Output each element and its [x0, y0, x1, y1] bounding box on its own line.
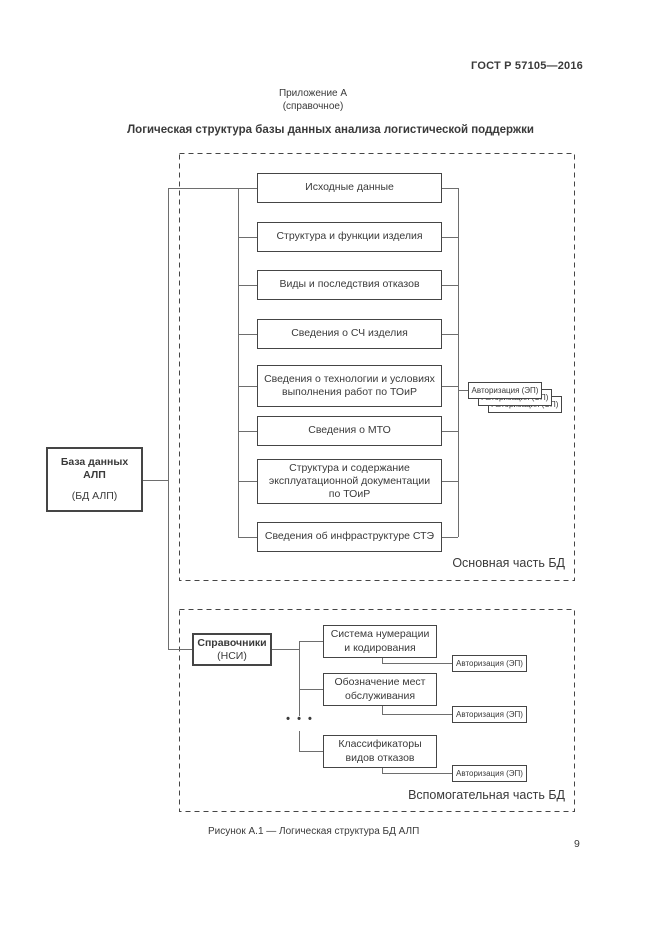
ellipsis-more-items: • • • — [286, 713, 314, 725]
figure-caption: Рисунок А.1 — Логическая структура БД АЛ… — [208, 826, 420, 837]
main-section-label: Основная часть БД — [452, 556, 565, 570]
database-abbreviation: (БД АЛП) — [71, 490, 118, 503]
aux-box-failure-classifiers: Классификаторы видов отказов — [323, 735, 437, 768]
main-box-maintenance-technology: Сведения о технологии и условиях выполне… — [257, 365, 442, 407]
standard-number-header: ГОСТ Р 57105—2016 — [471, 60, 583, 72]
authorization-box-front: Авторизация (ЭП) — [468, 382, 542, 399]
aux-section-dashed-frame — [179, 609, 575, 812]
database-root-box: База данных АЛП (БД АЛП) — [46, 447, 143, 512]
aux-section-label: Вспомогательная часть БД — [408, 788, 565, 802]
main-section-dashed-frame — [179, 153, 575, 581]
figure-title: Логическая структура базы данных анализа… — [127, 124, 534, 136]
aux-box-service-locations: Обозначение мест обслуживания — [323, 673, 437, 706]
main-box-operational-documentation: Структура и содержание эксплуатационной … — [257, 459, 442, 504]
aux-box-numbering-system: Система нумерации и кодирования — [323, 625, 437, 658]
directory-abbreviation: (НСИ) — [217, 649, 247, 662]
main-box-product-structure: Структура и функции изделия — [257, 222, 442, 252]
main-box-failure-modes: Виды и последствия отказов — [257, 270, 442, 300]
main-box-component-data: Сведения о СЧ изделия — [257, 319, 442, 349]
directory-box: Справочники (НСИ) — [192, 633, 272, 666]
page-number: 9 — [574, 838, 580, 850]
main-box-source-data: Исходные данные — [257, 173, 442, 203]
main-box-mto-data: Сведения о МТО — [257, 416, 442, 446]
appendix-type: (справочное) — [282, 101, 344, 112]
database-name-line2: АЛП — [83, 468, 106, 481]
authorization-box-classifiers: Авторизация (ЭП) — [452, 765, 527, 782]
authorization-box-numbering: Авторизация (ЭП) — [452, 655, 527, 672]
appendix-heading: Приложение А (справочное) — [230, 87, 396, 113]
directory-name: Справочники — [197, 636, 267, 649]
authorization-box-locations: Авторизация (ЭП) — [452, 706, 527, 723]
database-name-line1: База данных — [60, 455, 129, 468]
main-box-ste-infrastructure: Сведения об инфраструктуре СТЭ — [257, 522, 442, 552]
appendix-title: Приложение А — [278, 88, 348, 99]
